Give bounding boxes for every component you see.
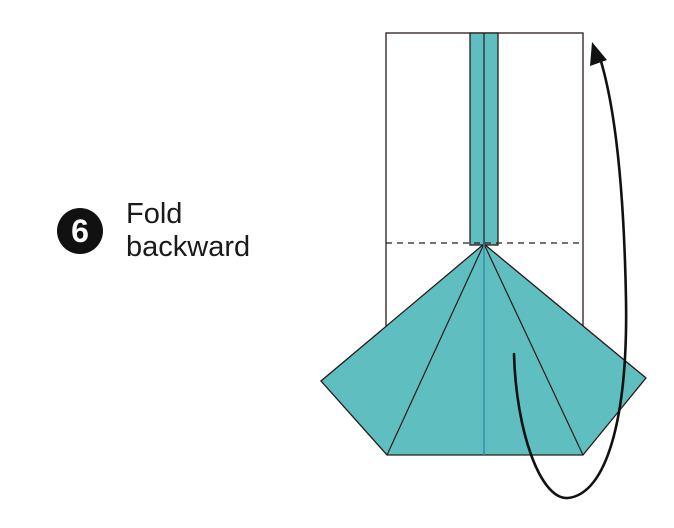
fan-crease-right [483, 243, 584, 456]
instruction-line-1: Fold [126, 198, 183, 230]
fan-crease-left [386, 243, 485, 456]
step-number-badge: 6 [57, 208, 103, 254]
step-number: 6 [71, 213, 89, 249]
arrow-head-icon [590, 42, 607, 66]
step-instruction: Fold backward [126, 198, 250, 264]
instruction-line-2: backward [126, 231, 251, 263]
curved-fold-arrow [512, 56, 628, 500]
